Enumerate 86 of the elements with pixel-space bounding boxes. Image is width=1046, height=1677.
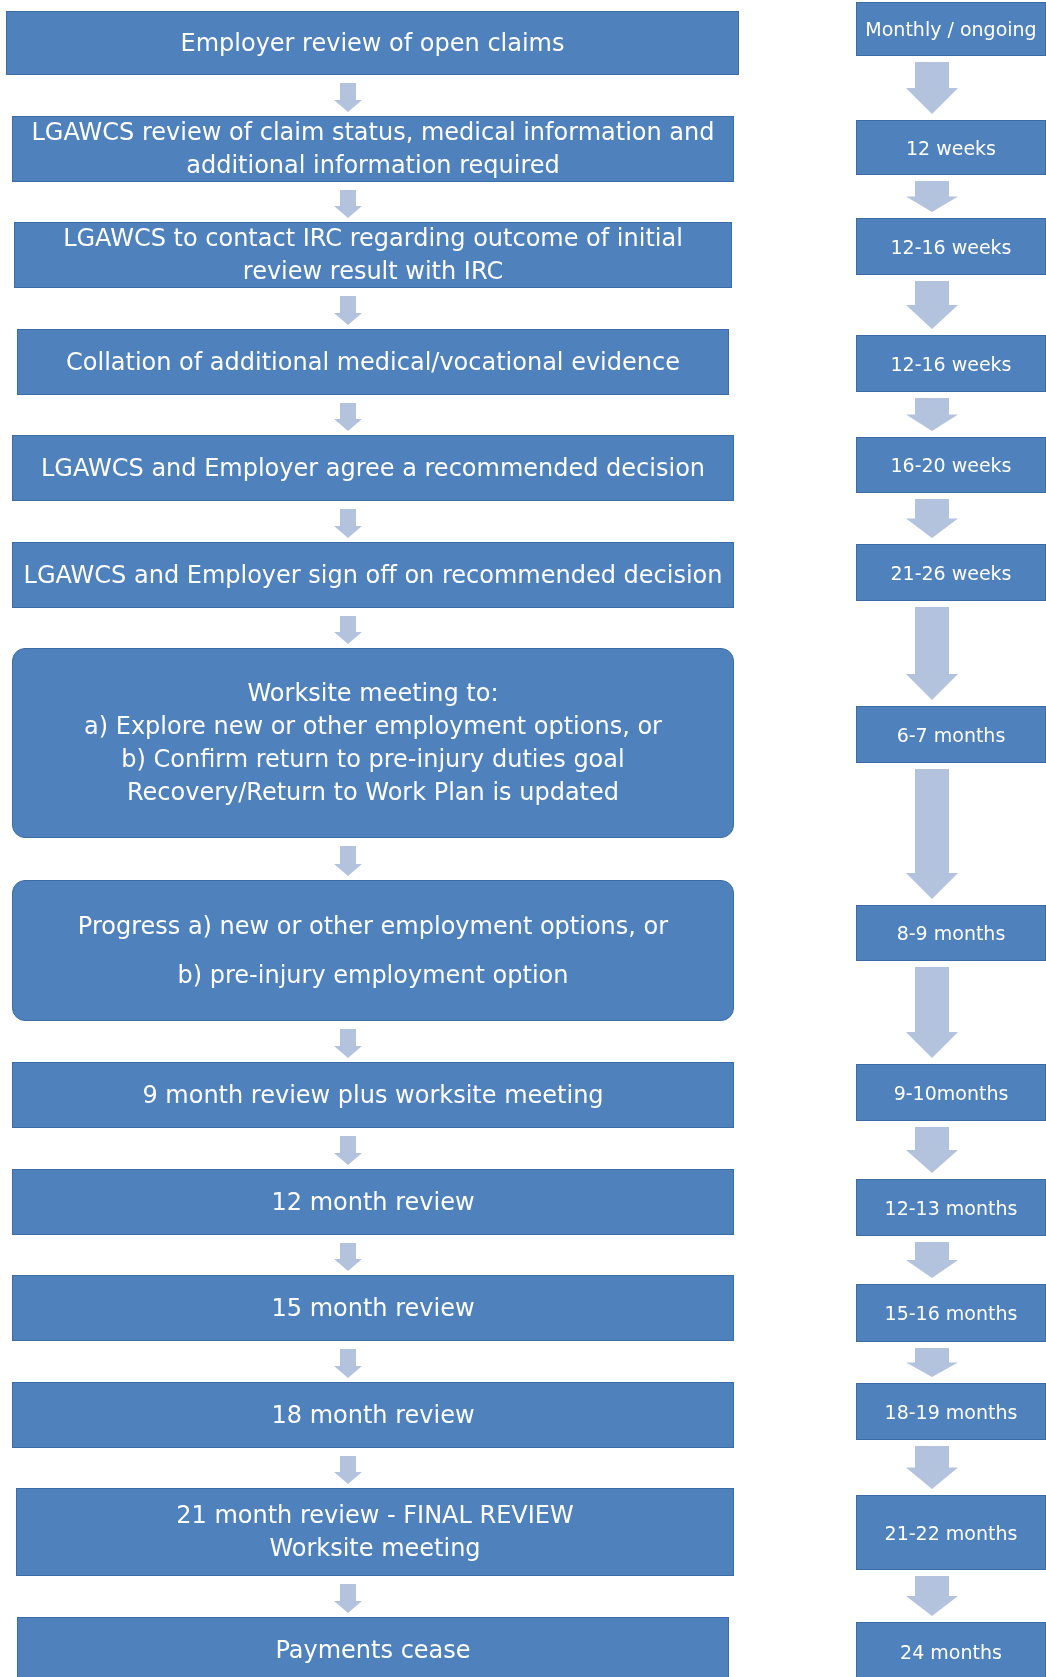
process-box [12,648,734,838]
box-text: 12-13 months [884,1195,1018,1220]
box-text: Employer review of open claims [180,27,565,59]
down-arrow [906,1576,958,1616]
box-text: Payments cease [275,1634,471,1666]
down-arrow [334,1136,362,1165]
process-box [17,1617,729,1677]
process-box [856,2,1046,56]
process-box [856,437,1046,493]
process-box [12,542,734,608]
box-text: Worksite meeting [269,1533,481,1564]
process-box [12,1062,734,1128]
box-text: Collation of additional medical/vocational evidence [66,346,680,378]
box-text: 12-16 weeks [890,351,1012,376]
down-arrow [906,769,958,899]
down-arrow [906,1242,958,1278]
box-text: LGAWCS and Employer agree a recommended decision [40,452,706,484]
process-box [12,1169,734,1235]
box-text: 12 weeks [905,135,996,160]
down-arrow [334,296,362,325]
process-box [12,435,734,501]
down-arrow [906,1127,958,1173]
box-text: 24 months [900,1640,1002,1664]
box-text: 15-16 months [884,1301,1018,1325]
process-box [856,905,1046,961]
box-text: 9 month review plus worksite meeting [142,1079,604,1111]
box-text: LGAWCS review of claim status, medical information and additional information required [30,117,716,181]
down-arrow [334,509,362,538]
down-arrow [906,1348,958,1377]
box-text: b) Confirm return to pre-injury duties goal [121,744,625,775]
down-arrow [334,1349,362,1378]
process-box [856,544,1046,601]
box-text: 12-16 weeks [890,234,1012,259]
box-text: 21-26 weeks [890,560,1012,585]
process-box [856,1179,1046,1236]
box-text: LGAWCS to contact IRC regarding outcome of initial review result with IRC [62,223,684,287]
box-text: Monthly / ongoing [865,17,1037,41]
box-text: Worksite meeting to: [247,678,499,709]
down-arrow [334,846,362,876]
box-text: 16-20 weeks [890,453,1012,477]
process-box [856,120,1046,175]
down-arrow [334,1456,362,1484]
down-arrow [334,190,362,218]
box-text: 15 month review [271,1292,475,1324]
down-arrow [334,83,362,112]
box-text: 9-10months [893,1080,1009,1105]
box-text: Recovery/Return to Work Plan is updated [126,777,619,808]
process-box [856,335,1046,392]
down-arrow [334,1584,362,1613]
process-box [856,1383,1046,1440]
process-box [14,222,732,288]
box-text: a) Explore new or other employment options, or [84,711,662,742]
box-text: 21-22 months [884,1520,1018,1545]
down-arrow [906,281,958,329]
process-box [6,11,739,75]
down-arrow [906,181,958,212]
down-arrow [906,499,958,538]
process-box [17,329,729,395]
process-box [856,1064,1046,1121]
process-box [16,1488,734,1576]
down-arrow [334,1243,362,1271]
process-box [856,1284,1046,1342]
down-arrow [906,967,958,1058]
process-box [856,1622,1046,1677]
process-box [12,880,734,1021]
down-arrow [334,1029,362,1058]
down-arrow [906,1446,958,1489]
down-arrow [334,616,362,644]
down-arrow [906,62,958,114]
process-box [12,1275,734,1341]
box-text: 21 month review - FINAL REVIEW [176,1500,574,1531]
process-box [12,1382,734,1448]
down-arrow [334,403,362,431]
box-text: 8-9 months [896,921,1006,945]
down-arrow [906,607,958,700]
box-text: LGAWCS and Employer sign off on recommended decision [23,559,723,591]
box-text: Progress a) new or other employment options, or [77,910,669,942]
box-text: b) pre-injury employment option [177,959,569,991]
box-text: 18 month review [271,1399,475,1431]
process-box [856,218,1046,275]
process-box [856,706,1046,763]
box-text: 6-7 months [896,722,1006,747]
process-box [856,1495,1046,1570]
down-arrow [906,398,958,431]
box-text: 12 month review [271,1186,475,1218]
box-text: 18-19 months [884,1399,1018,1424]
